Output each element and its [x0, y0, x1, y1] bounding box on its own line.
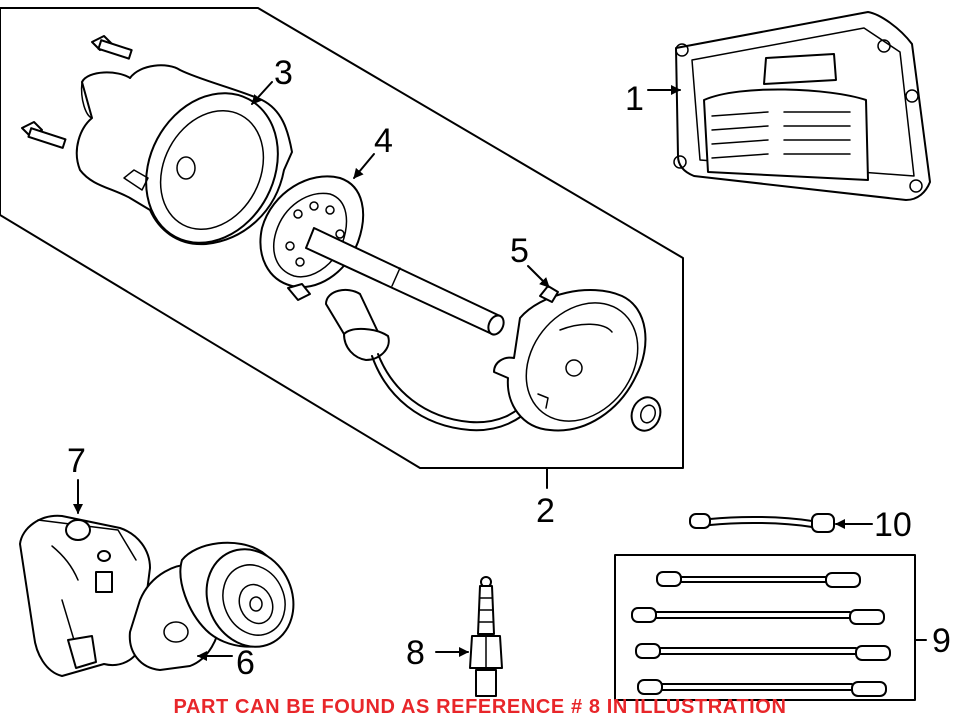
spark-plug-wire-icon[interactable]	[689, 513, 835, 533]
cap-screw-icon	[21, 121, 67, 149]
spark-plug-wire-set-icon[interactable]	[614, 554, 927, 701]
ignition-coil-icon[interactable]	[19, 514, 151, 677]
distributor-cap-icon[interactable]	[21, 35, 303, 266]
callout-10: 10	[874, 506, 912, 544]
distributor-group-outline	[0, 7, 684, 489]
callout-7: 7	[67, 442, 86, 480]
part-reference-notice: PART CAN BE FOUND AS REFERENCE # 8 IN IL…	[174, 696, 787, 718]
callout-2: 2	[536, 492, 555, 530]
callout-5: 5	[510, 232, 529, 270]
callout-6: 6	[236, 644, 255, 682]
callout-1: 1	[625, 80, 644, 118]
callout-4: 4	[374, 122, 393, 160]
callout-8: 8	[406, 634, 425, 672]
spark-plug-icon[interactable]	[469, 576, 503, 697]
leader-arrows	[73, 81, 873, 661]
belt-tensioner-icon[interactable]	[128, 535, 309, 671]
control-module-icon[interactable]	[673, 11, 931, 201]
pickup-coil-icon[interactable]	[325, 281, 665, 443]
cap-screw-icon	[91, 35, 133, 60]
callout-9: 9	[932, 622, 951, 660]
callout-3: 3	[274, 54, 293, 92]
rotor-shaft-icon[interactable]	[259, 175, 506, 337]
